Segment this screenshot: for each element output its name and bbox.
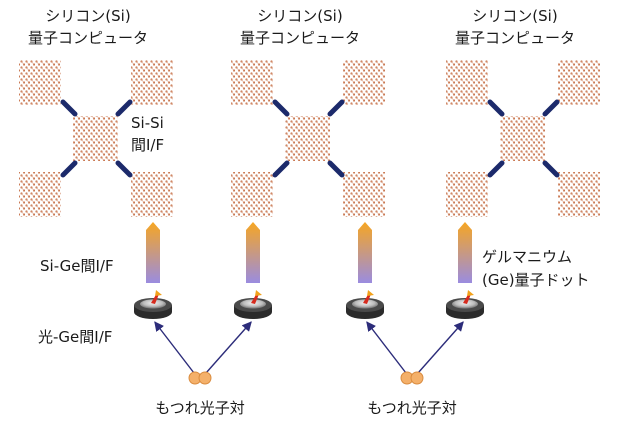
photon-arrow-1-2: [205, 321, 252, 374]
si-lattice-3-center: [500, 116, 545, 161]
ge-quantum-dot-1: [134, 290, 172, 319]
si-link-3-tl: [487, 99, 505, 117]
si-lattice-1-center: [73, 116, 118, 161]
entangled-photon-source-1: [188, 371, 212, 385]
si-lattice-2-top-right: [343, 60, 385, 105]
computer-1-title-line1: シリコン(Si): [45, 7, 131, 25]
si-ge-arrow-2: [246, 222, 260, 283]
computer-3-title-line1: シリコン(Si): [472, 7, 558, 25]
ge-dot-label-line1: ゲルマニウム: [482, 248, 573, 266]
si-link-1-br: [115, 160, 133, 178]
si-link-3-br: [542, 160, 560, 178]
si-link-2-bl: [272, 160, 290, 178]
si-ge-label: Si-Ge間I/F: [40, 257, 114, 275]
si-lattice-1-top-right: [131, 60, 173, 105]
entangled-photon-source-2: [400, 371, 424, 385]
ge-dot-label-line2: (Ge)量子ドット: [482, 271, 590, 289]
si-link-2-tr: [327, 99, 345, 117]
ge-quantum-dot-4: [446, 290, 484, 319]
si-link-3-bl: [487, 160, 505, 178]
si-lattice-3-top-right: [558, 60, 600, 105]
ge-quantum-dot-2: [234, 290, 272, 319]
si-lattice-1-top-left: [19, 60, 61, 105]
si-lattice-2-bottom-right: [343, 172, 385, 217]
computer-1-title-line2: 量子コンピュータ: [27, 29, 149, 47]
photon-arrow-1-1: [154, 321, 195, 374]
si-lattice-2-bottom-left: [231, 172, 273, 217]
si-ge-arrow-4: [458, 222, 472, 283]
si-link-1-tl: [60, 99, 78, 117]
si-link-2-br: [327, 160, 345, 178]
si-link-2-tl: [272, 99, 290, 117]
photon-arrow-2-1: [366, 321, 407, 374]
si-lattice-1-bottom-left: [19, 172, 61, 217]
si-lattice-1-bottom-right: [131, 172, 173, 217]
si-ge-arrow-3: [358, 222, 372, 283]
si-si-label-line2: 間I/F: [131, 136, 165, 154]
computer-2-title-line2: 量子コンピュータ: [239, 29, 361, 47]
si-lattice-3-bottom-right: [558, 172, 600, 217]
si-lattice-3-top-left: [446, 60, 488, 105]
entangled-pair-label-right: もつれ光子対: [367, 399, 457, 417]
entangled-pair-label-left: もつれ光子対: [155, 399, 245, 417]
si-ge-arrow-1: [146, 222, 160, 283]
computer-3-title-line2: 量子コンピュータ: [454, 29, 576, 47]
photon-ge-label: 光-Ge間I/F: [38, 328, 113, 346]
ge-quantum-dot-3: [346, 290, 384, 319]
computer-2-title-line1: シリコン(Si): [257, 7, 343, 25]
si-link-3-tr: [542, 99, 560, 117]
si-lattice-2-top-left: [231, 60, 273, 105]
si-lattice-2-center: [285, 116, 330, 161]
si-link-1-bl: [60, 160, 78, 178]
si-si-label-line1: Si-Si: [131, 114, 164, 132]
si-link-1-tr: [115, 99, 133, 117]
photon-arrow-2-2: [417, 321, 464, 374]
si-lattice-3-bottom-left: [446, 172, 488, 217]
